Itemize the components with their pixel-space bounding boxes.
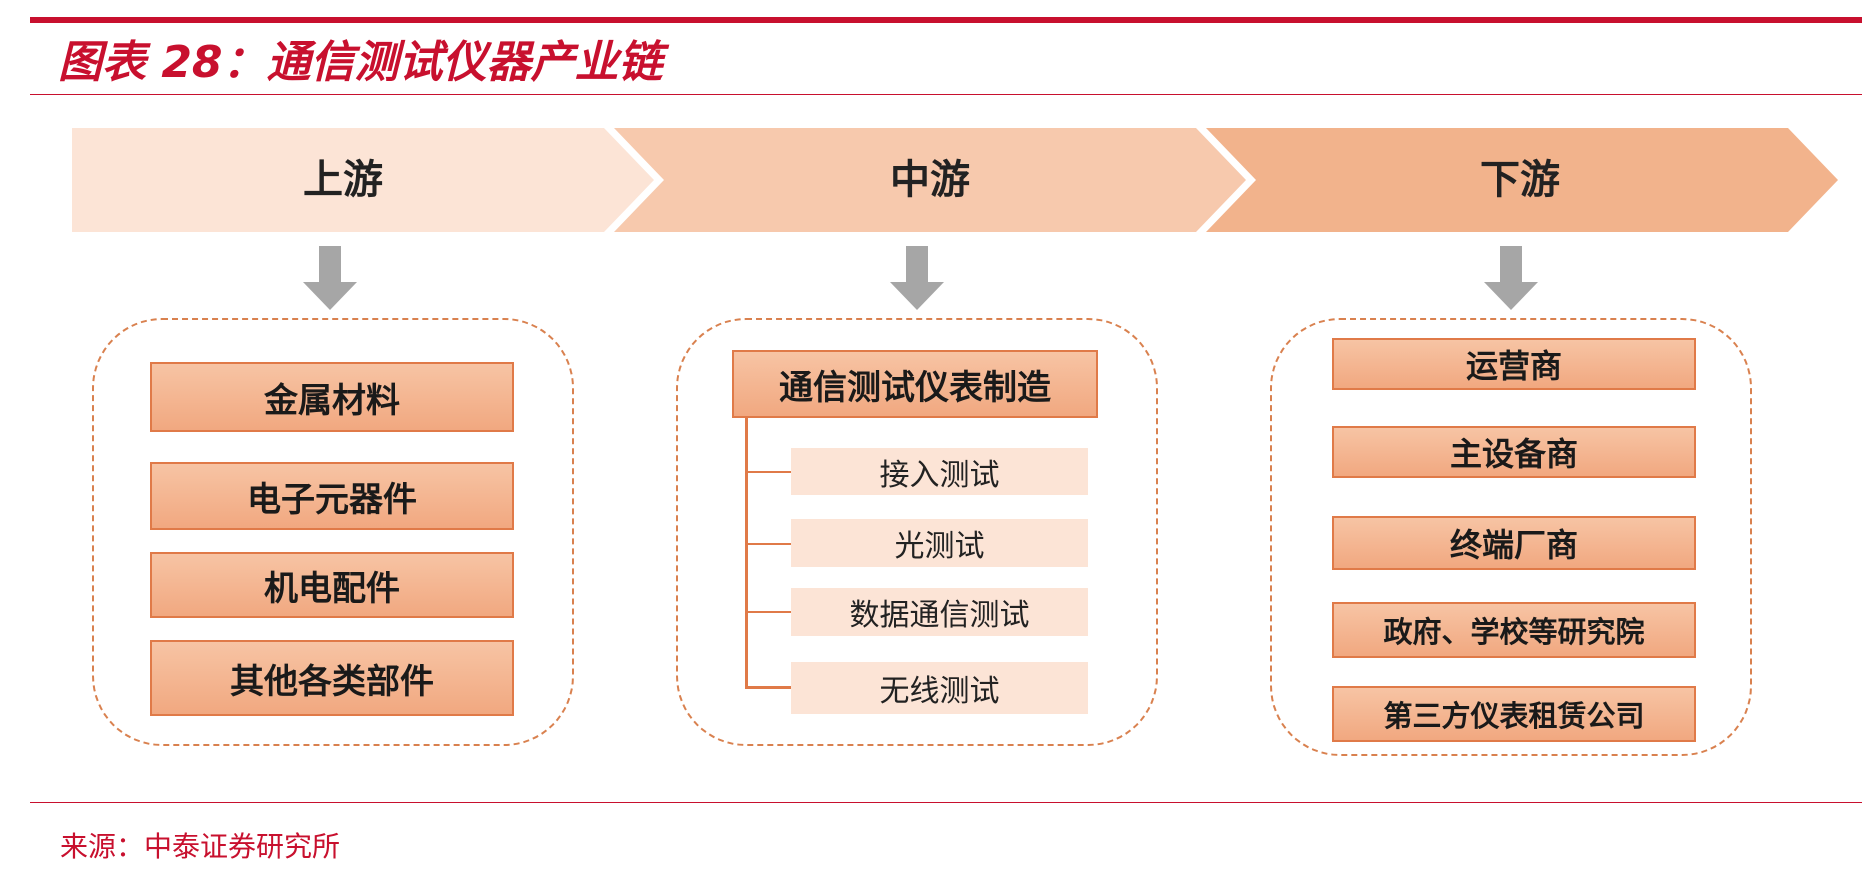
source-note: 来源：中泰证券研究所 <box>60 830 341 863</box>
tree-branch <box>745 471 791 473</box>
down-arrow-icon <box>303 246 357 310</box>
midstream-group <box>676 318 1158 746</box>
stage-chevron-midstream <box>614 128 1246 232</box>
midstream-header: 通信测试仪表制造 <box>732 350 1098 418</box>
stage-label-upstream: 上游 <box>303 157 383 203</box>
top-rule <box>30 17 1862 23</box>
stage-chevron-downstream <box>1206 128 1838 232</box>
stage-label-downstream: 下游 <box>1480 157 1560 203</box>
down-arrow-icon <box>1484 246 1538 310</box>
downstream-item: 政府、学校等研究院 <box>1332 602 1696 658</box>
upstream-item: 机电配件 <box>150 552 514 618</box>
downstream-item: 运营商 <box>1332 338 1696 390</box>
downstream-group <box>1270 318 1752 756</box>
upstream-group <box>92 318 574 746</box>
stage-chevron-upstream <box>72 128 654 232</box>
down-arrow-icon <box>890 246 944 310</box>
figure-title: 图表 28：通信测试仪器产业链 <box>58 37 663 88</box>
stage-label-midstream: 中游 <box>890 157 970 203</box>
downstream-item: 主设备商 <box>1332 426 1696 478</box>
midstream-subitem: 光测试 <box>791 519 1088 567</box>
tree-trunk <box>745 418 748 688</box>
upstream-item: 其他各类部件 <box>150 640 514 716</box>
midstream-subitem: 数据通信测试 <box>791 588 1088 636</box>
midstream-subitem: 接入测试 <box>791 448 1088 495</box>
tree-branch <box>745 543 791 545</box>
footer-rule <box>30 802 1862 803</box>
downstream-item: 终端厂商 <box>1332 516 1696 570</box>
midstream-subitem: 无线测试 <box>791 662 1088 714</box>
upstream-item: 电子元器件 <box>150 462 514 530</box>
upstream-item: 金属材料 <box>150 362 514 432</box>
title-rule <box>30 94 1862 95</box>
downstream-item: 第三方仪表租赁公司 <box>1332 686 1696 742</box>
tree-branch <box>745 686 791 689</box>
tree-branch <box>745 611 791 613</box>
